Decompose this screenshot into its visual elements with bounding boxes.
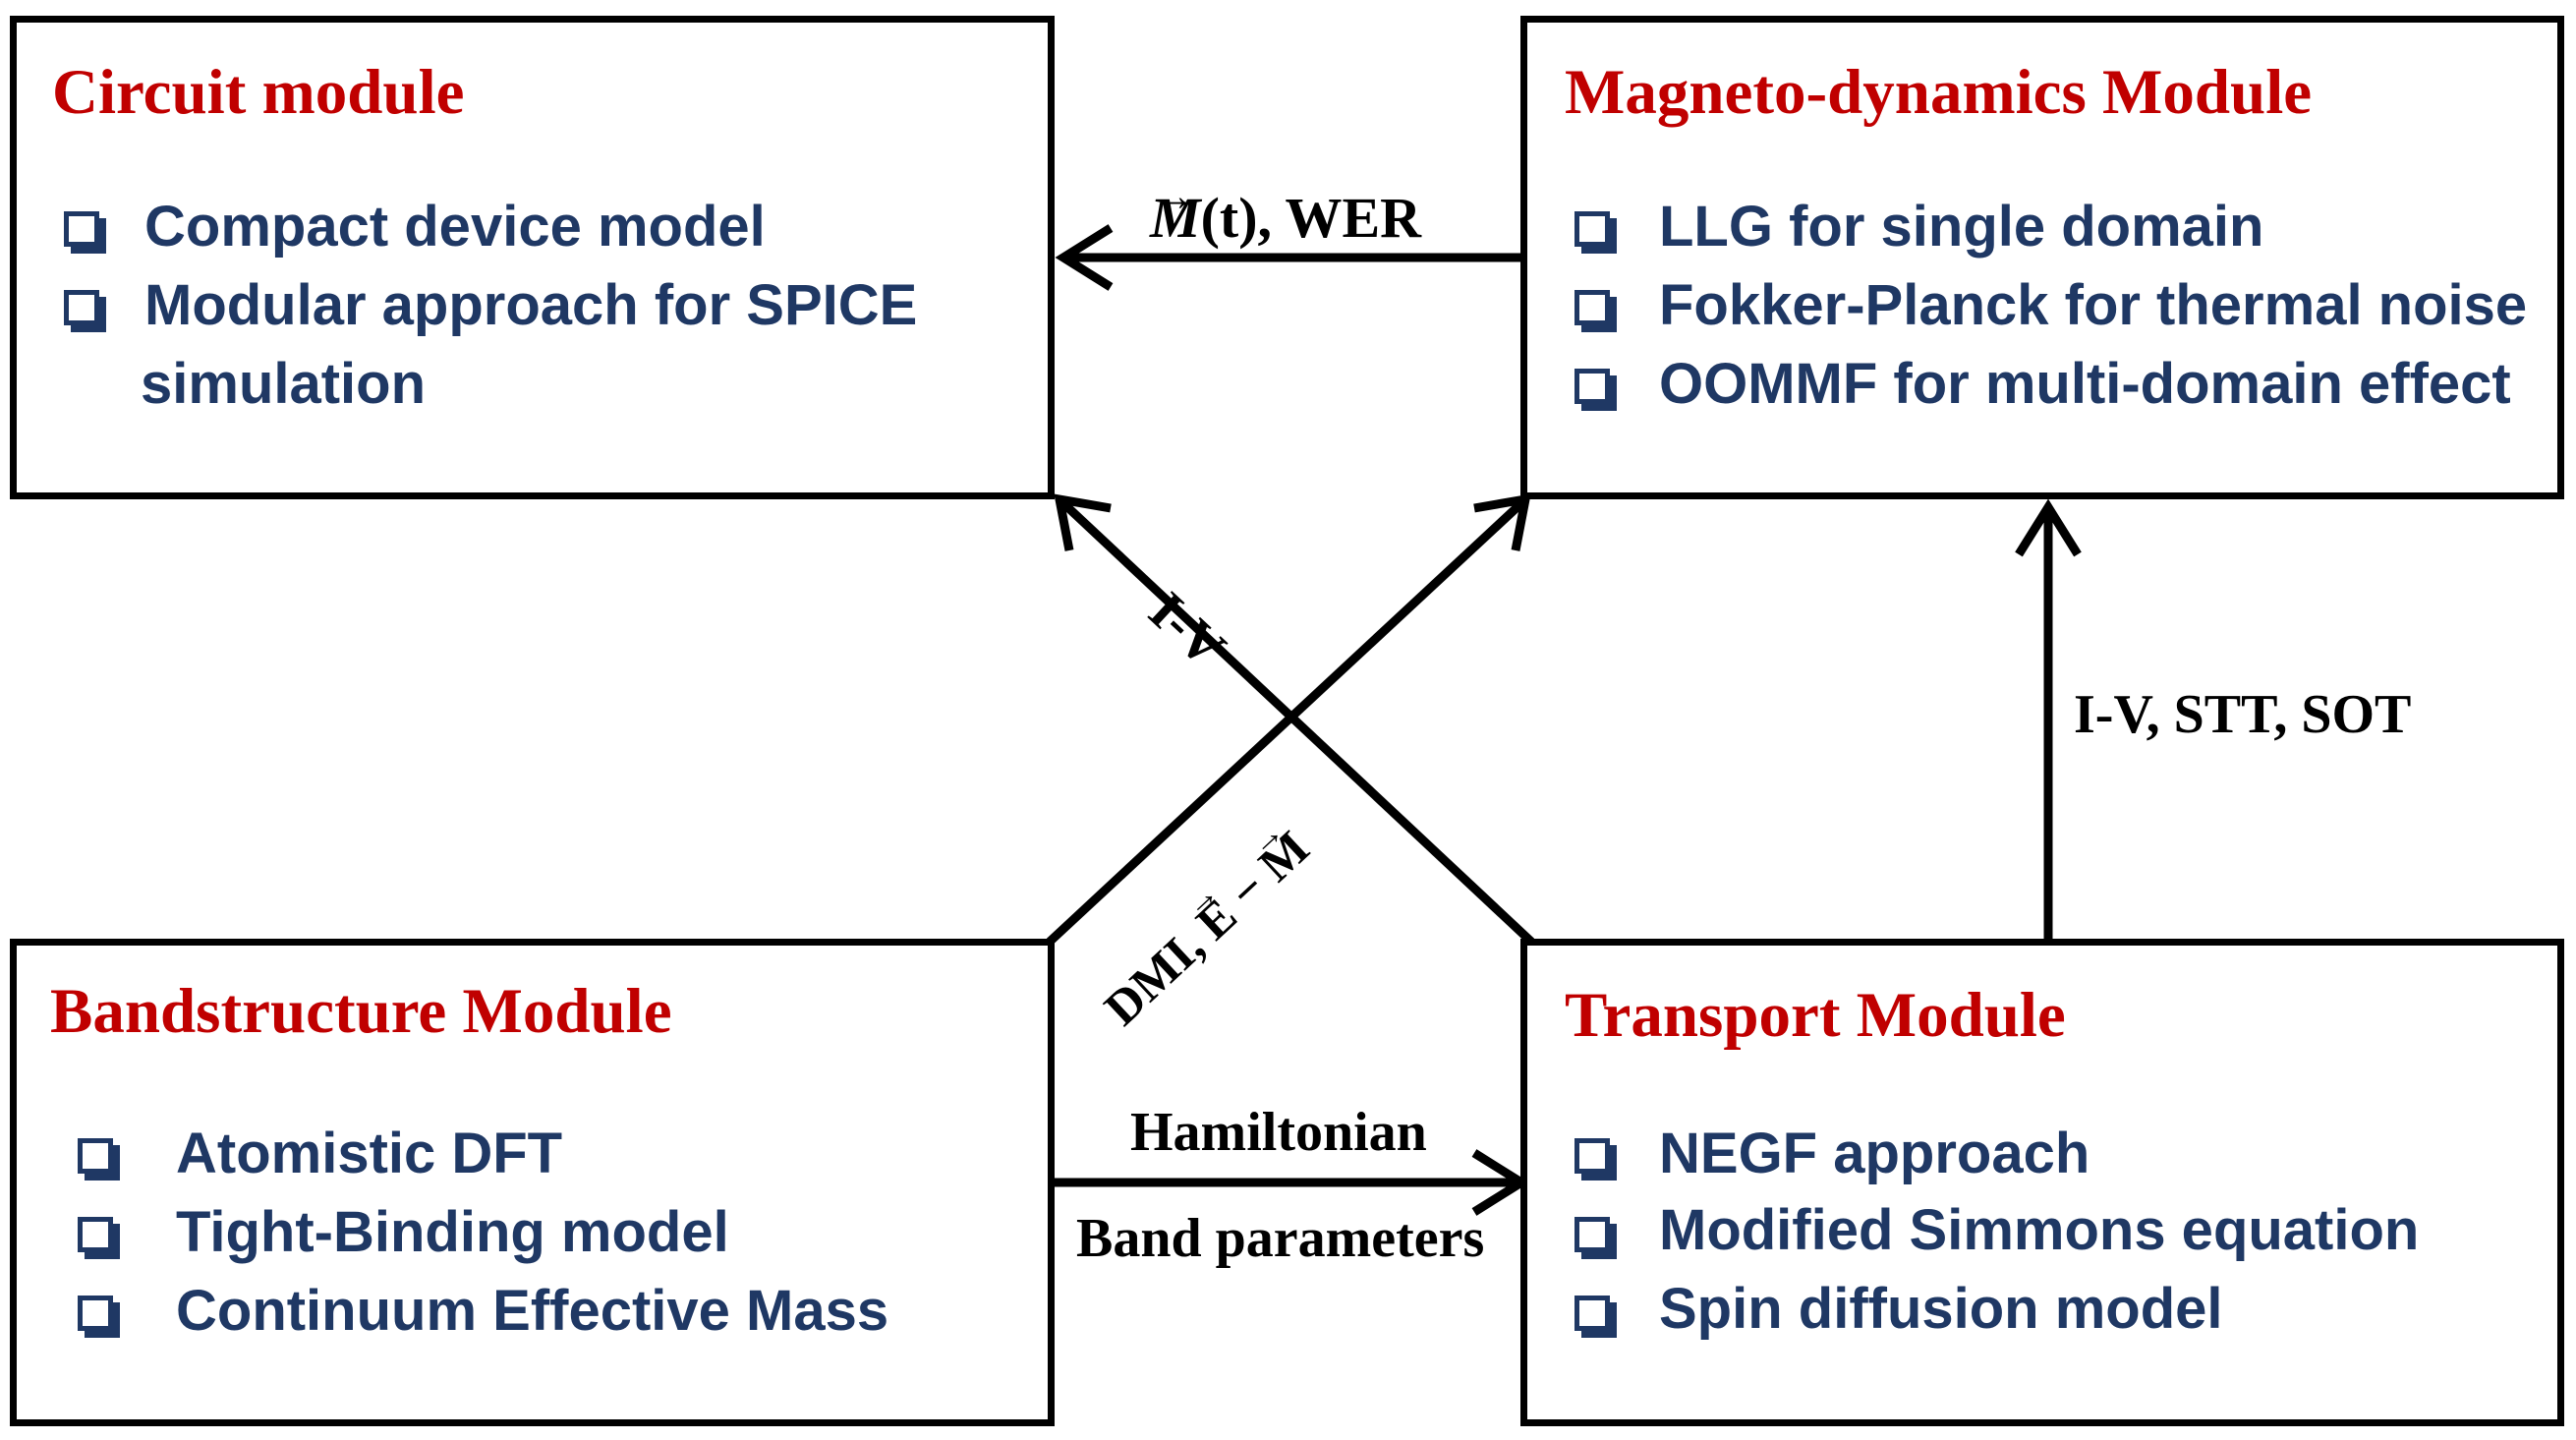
- label-hamiltonian: Hamiltonian: [1130, 1102, 1427, 1163]
- arrow-band-to-magneto: [1046, 499, 1525, 946]
- circuit-item-1: Compact device model: [144, 195, 766, 259]
- band-item-1: Atomistic DFT: [176, 1122, 563, 1185]
- vector-arrow-icon: →: [1152, 172, 1195, 220]
- label-band-parameters: Band parameters: [1076, 1208, 1485, 1269]
- vector-m-symbol: → M: [1150, 172, 1201, 250]
- checkbox-bullet-icon: [1574, 1138, 1610, 1174]
- checkbox-bullet-icon: [78, 1217, 113, 1252]
- checkbox-bullet-icon: [1574, 1296, 1610, 1331]
- transport-item-1: NEGF approach: [1659, 1122, 2090, 1185]
- m-wer-rest: (t), WER: [1200, 186, 1422, 250]
- magneto-item-2: Fokker-Planck for thermal noise: [1659, 273, 2528, 337]
- checkbox-bullet-icon: [1574, 369, 1610, 404]
- label-iv-stt-sot: I-V, STT, SOT: [2074, 684, 2412, 745]
- magneto-item-3: OOMMF for multi-domain effect: [1659, 352, 2511, 416]
- circuit-item-2: Modular approach for SPICE: [144, 273, 918, 337]
- checkbox-bullet-icon: [64, 290, 99, 325]
- label-m-wer: → M (t), WER: [1150, 172, 1422, 251]
- transport-module-box: Transport Module NEGF approach Modified …: [1520, 939, 2564, 1426]
- transport-item-2: Modified Simmons equation: [1659, 1198, 2420, 1262]
- arrowhead-band-to-magneto: [1473, 493, 1531, 551]
- checkbox-bullet-icon: [1574, 290, 1610, 325]
- magneto-module-box: Magneto-dynamics Module LLG for single d…: [1520, 16, 2564, 499]
- magneto-item-1: LLG for single domain: [1659, 195, 2264, 259]
- arrowhead-magneto-to-circuit: [1055, 224, 1114, 291]
- checkbox-bullet-icon: [78, 1138, 113, 1174]
- circuit-item-2-cont: simulation: [141, 352, 427, 416]
- circuit-module-title: Circuit module: [52, 57, 465, 128]
- arrowhead-transport-to-circuit: [1054, 493, 1112, 551]
- arrow-transport-to-circuit: [1059, 499, 1535, 946]
- magneto-module-title: Magneto-dynamics Module: [1565, 57, 2313, 128]
- arrowhead-transport-to-magneto: [2015, 498, 2082, 557]
- checkbox-bullet-icon: [64, 211, 99, 247]
- bandstructure-module-box: Bandstructure Module Atomistic DFT Tight…: [10, 939, 1055, 1426]
- checkbox-bullet-icon: [1574, 211, 1610, 247]
- checkbox-bullet-icon: [78, 1296, 113, 1331]
- circuit-module-box: Circuit module Compact device model Modu…: [10, 16, 1055, 499]
- transport-item-3: Spin diffusion model: [1659, 1277, 2223, 1341]
- band-item-2: Tight-Binding model: [176, 1200, 729, 1264]
- checkbox-bullet-icon: [1574, 1217, 1610, 1252]
- band-item-3: Continuum Effective Mass: [176, 1279, 889, 1343]
- bandstructure-module-title: Bandstructure Module: [50, 976, 672, 1047]
- transport-module-title: Transport Module: [1565, 980, 2066, 1051]
